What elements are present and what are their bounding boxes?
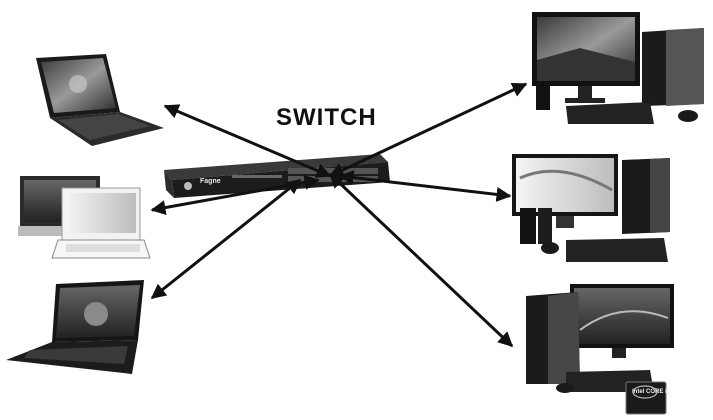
desktop-bottom-right (526, 284, 674, 393)
desktop-top-right (532, 12, 704, 124)
arrow-to-netbook-bottom-left (150, 178, 302, 300)
arrow-to-desktop-top-right (328, 82, 528, 178)
netbooks-middle-left (18, 176, 151, 259)
arrow-to-desktop-middle-right (338, 170, 512, 202)
intel-core-badge (625, 381, 667, 415)
desktop-middle-right (512, 154, 670, 262)
connection-arrows (150, 82, 528, 348)
switch-brand-label: Fagne (200, 178, 221, 185)
diagram-title: SWITCH (276, 104, 377, 131)
netbook-bottom-left (6, 280, 144, 374)
arrow-to-desktop-bottom-right (328, 172, 514, 348)
intel-badge-label: intel CORE i3 (632, 389, 671, 395)
arrow-to-laptop-top-left (163, 104, 332, 178)
laptop-top-left (36, 54, 164, 146)
switch-logo-icon (184, 182, 192, 190)
network-switch (164, 154, 390, 198)
